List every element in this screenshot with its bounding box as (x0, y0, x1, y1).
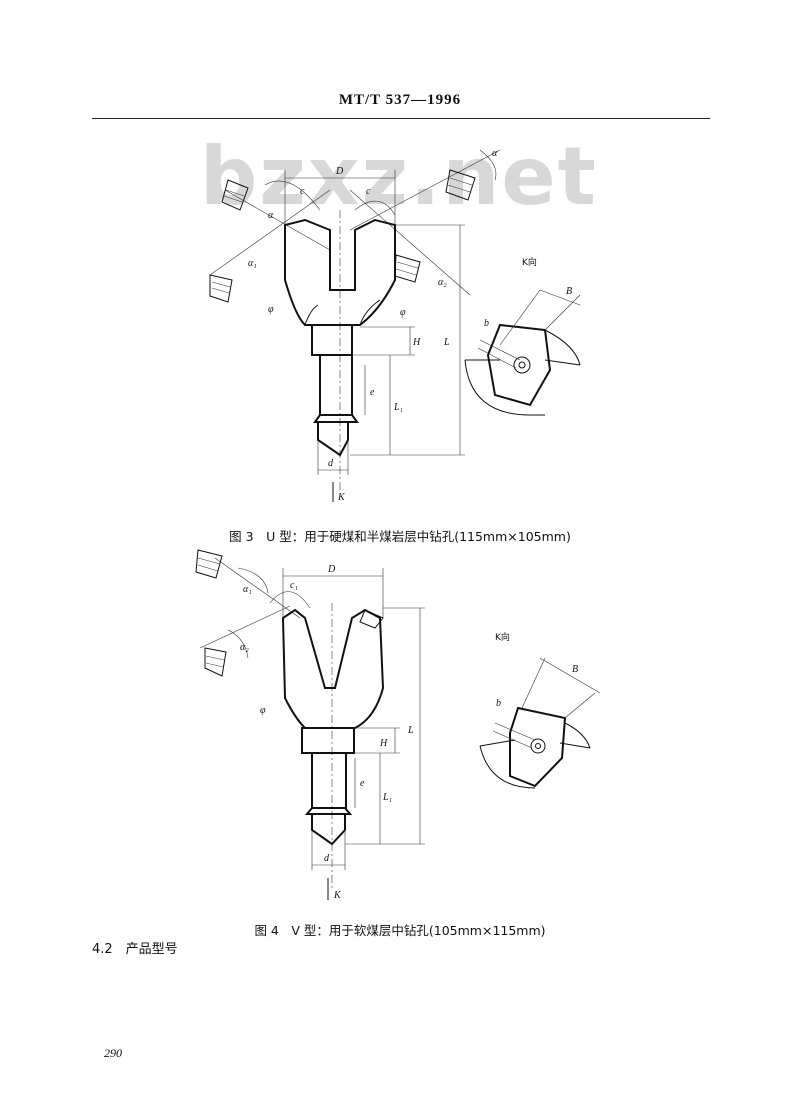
fig4-label-b: b (496, 698, 501, 709)
fig3-label-c-left: c (300, 186, 305, 197)
figure-3-drawing: D c c α α α₁ α₂ φ φ H L L₁ e d K (209, 148, 581, 503)
fig3-label-K: K (337, 492, 346, 503)
figure-4-drawing: D c₁ α₁ α₂ φ H L L₁ e d K K向 B (195, 549, 601, 901)
fig4-label-e: e (360, 778, 365, 789)
fig4-label-phi: φ (260, 705, 266, 716)
watermark: bzxz.net (200, 130, 598, 223)
fig4-label-D: D (327, 564, 336, 575)
fig3-label-alpha1: α₁ (248, 258, 257, 269)
fig4-label-d: d (324, 853, 330, 864)
fig3-label-b: b (484, 318, 489, 329)
fig3-label-H: H (412, 337, 421, 348)
fig3-label-d: d (328, 458, 334, 469)
fig4-label-alpha2: α₂ (240, 642, 249, 653)
fig3-label-phi-right: φ (400, 307, 406, 318)
header-rule (92, 118, 710, 119)
fig4-label-H: H (379, 738, 388, 749)
fig3-label-c-right: c (366, 186, 371, 197)
fig4-label-c1: c₁ (290, 580, 298, 591)
figure-4-caption: 图 4 V 型：用于软煤层中钻孔(105mm×115mm) (254, 923, 546, 938)
fig3-label-alpha2: α₂ (438, 277, 447, 288)
standard-header: MT/T 537—1996 (338, 92, 462, 108)
fig4-label-L: L (407, 725, 414, 736)
fig4-label-L1: L₁ (382, 792, 392, 803)
fig4-label-K: K (333, 890, 342, 901)
fig4-label-B: B (572, 664, 578, 675)
fig3-label-L: L (443, 337, 450, 348)
fig3-label-alpha-top: α (492, 148, 498, 159)
fig3-label-kview: K向 (522, 256, 537, 268)
fig3-label-e: e (370, 387, 375, 398)
fig3-label-B: B (566, 286, 572, 297)
section-heading: 4.2 产品型号 (92, 942, 178, 957)
page-number: 290 (104, 1046, 122, 1060)
fig3-label-phi-left: φ (268, 304, 274, 315)
fig4-label-kview: K向 (495, 631, 510, 643)
fig3-label-L1: L₁ (393, 402, 403, 413)
fig3-label-alpha: α (268, 210, 274, 221)
fig4-label-alpha1: α₁ (243, 584, 252, 595)
fig3-label-D: D (335, 166, 344, 177)
figure-3-caption: 图 3 U 型：用于硬煤和半煤岩层中钻孔(115mm×105mm) (229, 529, 571, 544)
